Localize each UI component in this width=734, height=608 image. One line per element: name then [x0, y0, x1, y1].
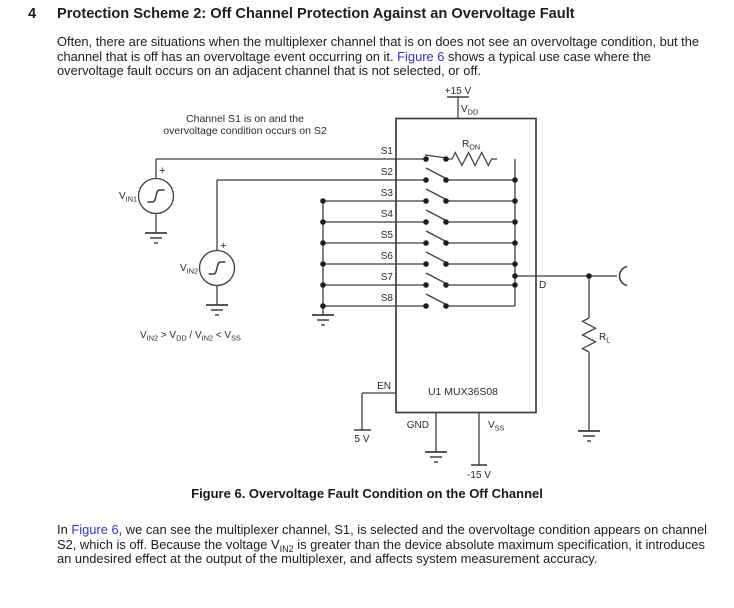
mux-box: [395, 117, 537, 414]
en-label: EN: [377, 381, 391, 392]
rl-label: RL: [599, 332, 610, 345]
para2-text-mid1: , we can see the multiplexer channel, S1…: [57, 522, 707, 552]
gnd-label: GND: [407, 420, 429, 431]
vin1-source: [137, 159, 175, 244]
paragraph-intro: Often, there are situations when the mul…: [57, 34, 720, 79]
pin-label-s2: S2: [381, 167, 394, 178]
vin1-plus-sign: +: [159, 165, 165, 177]
section-title: Protection Scheme 2: Off Channel Protect…: [57, 6, 575, 22]
pin-label-s8: S8: [381, 293, 394, 304]
figure6-link-2[interactable]: Figure 6: [71, 522, 119, 537]
neg-supply-label: -15 V: [467, 470, 491, 481]
pin-label-s6: S6: [381, 251, 394, 262]
vdd-supply-wire: [447, 96, 469, 119]
supply-top-label: +15 V: [445, 86, 472, 97]
annotation-line2: overvoltage condition occurs on S2: [163, 125, 327, 137]
figure6-circuit-diagram: +15 V VDD Channel S1 is on and the overv…: [119, 86, 628, 481]
section-number: 4: [28, 6, 37, 22]
figure6-link[interactable]: Figure 6: [397, 48, 445, 64]
para1-text-before: Often, there are situations when the mul…: [57, 34, 700, 64]
vin2-source: [198, 180, 236, 316]
vin1-label: VIN1: [119, 191, 137, 204]
pin-label-s1: S1: [381, 146, 394, 157]
para2-vin2-subscript: IN2: [279, 543, 294, 554]
para2-text-mid2: is greater than the device absolute maxi…: [57, 536, 705, 567]
ron-label: RON: [462, 139, 480, 152]
mux-switches: [424, 154, 448, 306]
output-bus: [446, 159, 617, 307]
device-label: U1 MUX36S08: [428, 386, 498, 398]
paragraph-discussion: In Figure 6, we can see the multiplexer …: [57, 522, 720, 567]
channel-wires: [156, 158, 426, 307]
output-connector-icon: [618, 265, 628, 287]
en-supply-label: 5 V: [354, 434, 369, 445]
junction-dots: [320, 156, 592, 309]
vss-label: VSS: [488, 420, 505, 433]
para1-text-after: shows a typical use case where the overv…: [57, 48, 651, 79]
pin-label-s5: S5: [381, 230, 394, 241]
para2-text-before: In: [57, 522, 72, 537]
vin2-label: VIN2: [180, 263, 198, 276]
ron-resistor: [446, 151, 497, 167]
pin-label-s7: S7: [381, 272, 394, 283]
figure-caption: Figure 6. Overvoltage Fault Condition on…: [191, 486, 543, 501]
rl-load: [578, 276, 600, 442]
vin2-plus-sign: +: [220, 240, 226, 252]
pin-label-s3: S3: [381, 188, 394, 199]
gnd-wire: [425, 412, 447, 463]
annotation-line1: Channel S1 is on and the: [186, 113, 304, 125]
en-wire: [354, 392, 396, 431]
overvoltage-formula: VIN2 > VDD / VIN2 < VSS: [140, 330, 241, 343]
pin-label-s4: S4: [381, 209, 394, 220]
d-output-label: D: [539, 280, 546, 291]
vdd-label: VDD: [461, 104, 478, 117]
vss-wire: [471, 412, 487, 466]
